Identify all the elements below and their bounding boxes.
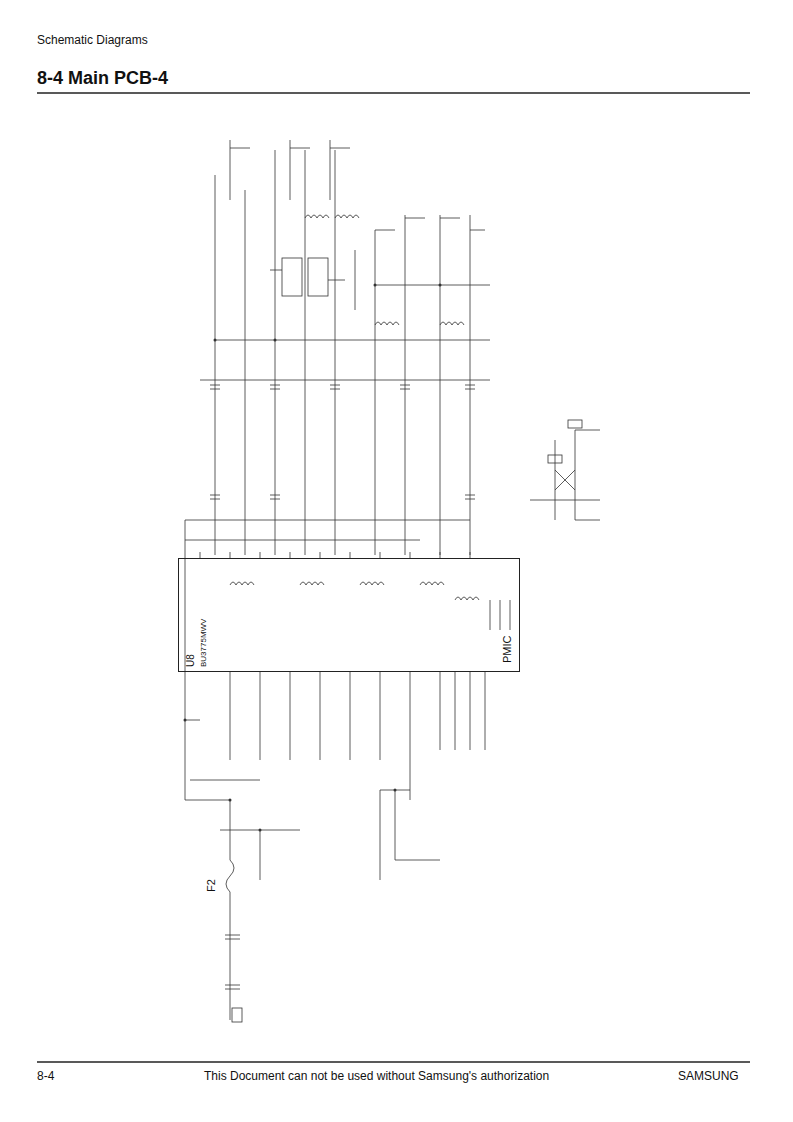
chip-label: PMIC <box>501 636 513 664</box>
brand-name: SAMSUNG <box>678 1069 739 1083</box>
section-header: Schematic Diagrams <box>37 33 148 47</box>
part-number: BU3775MWV <box>199 619 208 667</box>
ic-package: U8BU3775MWV PMIC <box>178 558 520 672</box>
footer-notice: This Document can not be used without Sa… <box>204 1069 549 1083</box>
fuse-label: F2 <box>205 879 217 892</box>
page-number: 8-4 <box>37 1069 54 1083</box>
ref-designator: U8 <box>185 654 196 667</box>
page-title: 8-4 Main PCB-4 <box>37 68 168 89</box>
